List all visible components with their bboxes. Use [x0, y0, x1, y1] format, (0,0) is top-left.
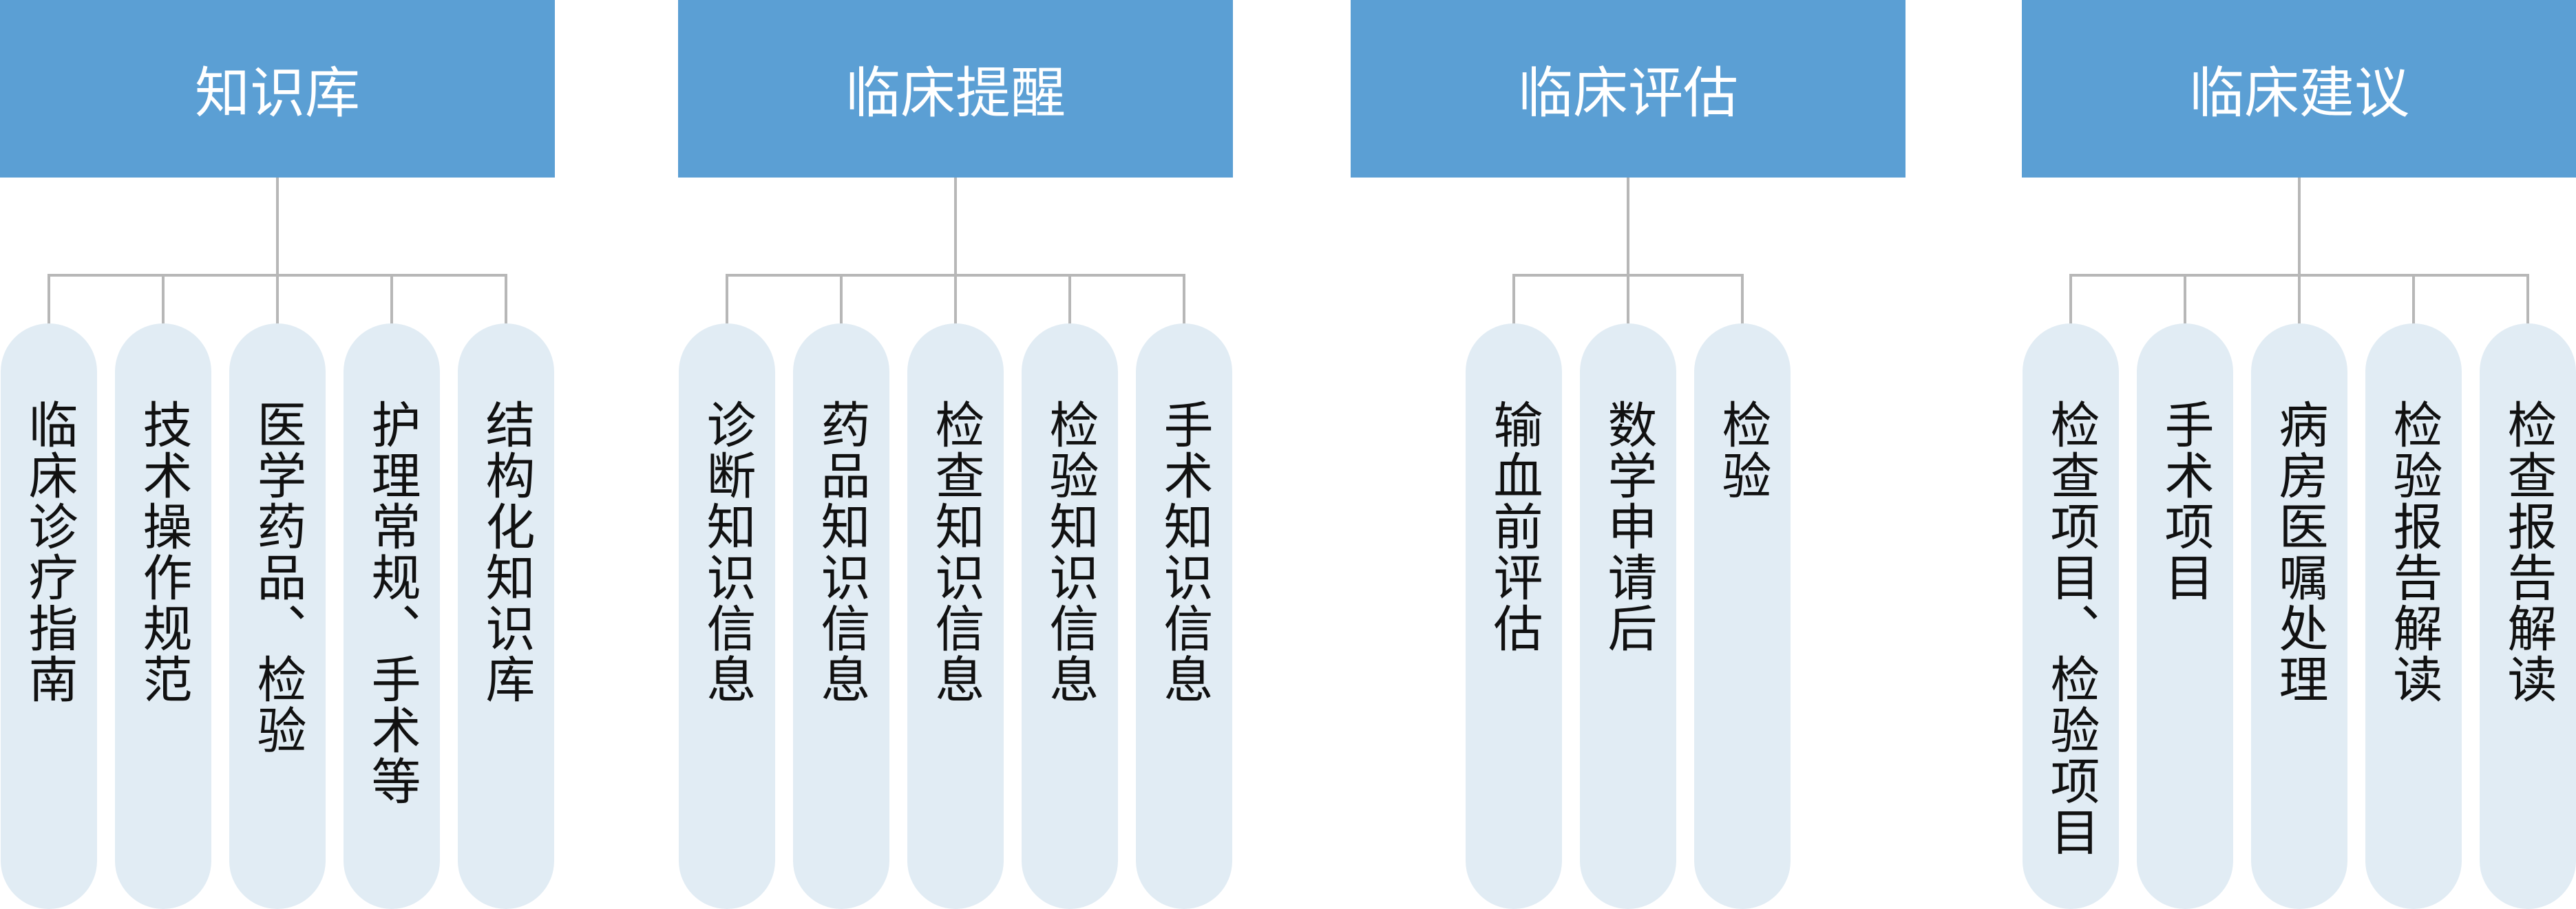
category-header: 临床提醒	[678, 0, 1233, 178]
leaf-node: 护理常规、手术等	[344, 323, 440, 909]
leaf-node: 药品知识信息	[793, 323, 889, 909]
leaf-label: 检验报告解读	[2385, 399, 2442, 705]
leaf-node: 手术项目	[2137, 323, 2233, 909]
leaf-node: 技术操作规范	[115, 323, 211, 909]
connector-drop	[954, 275, 957, 330]
category-title: 临床提醒	[845, 61, 1066, 125]
connector-drop	[2069, 275, 2072, 330]
leaf-node: 检查项目、检验项目	[2023, 323, 2119, 909]
leaf-node: 病房医嘱处理	[2251, 323, 2347, 909]
connector-drop	[2184, 275, 2186, 330]
connector-stem	[276, 178, 279, 275]
leaf-node: 医学药品、检验	[229, 323, 326, 909]
connector-stem	[2298, 178, 2301, 275]
leaf-label: 检查项目、检验项目	[2042, 399, 2100, 857]
leaf-node: 数学申请后	[1580, 323, 1676, 909]
connector-drop	[390, 275, 393, 330]
leaf-node: 手术知识信息	[1136, 323, 1232, 909]
leaf-node: 临床诊疗指南	[1, 323, 97, 909]
leaf-label: 检验	[1713, 399, 1771, 501]
category-header: 临床建议	[2022, 0, 2576, 178]
leaf-label: 数学申请后	[1599, 399, 1657, 654]
leaf-node: 检验	[1694, 323, 1791, 909]
connector-drop	[47, 275, 50, 330]
leaf-label: 病房医嘱处理	[2270, 399, 2328, 705]
leaf-label: 输血前评估	[1485, 399, 1543, 654]
connector-drop	[1512, 275, 1515, 330]
leaf-label: 手术知识信息	[1155, 399, 1213, 705]
leaf-label: 检查知识信息	[927, 399, 984, 705]
category-header: 知识库	[0, 0, 555, 178]
leaf-node: 检验报告解读	[2365, 323, 2462, 909]
category-title: 知识库	[195, 61, 360, 125]
category-title: 临床建议	[2189, 61, 2409, 125]
connector-drop	[840, 275, 843, 330]
leaf-node: 检查知识信息	[907, 323, 1004, 909]
leaf-label: 护理常规、手术等	[363, 399, 421, 806]
category-header: 临床评估	[1351, 0, 1905, 178]
leaf-label: 诊断知识信息	[698, 399, 756, 705]
leaf-label: 临床诊疗指南	[20, 399, 78, 705]
leaf-node: 检验知识信息	[1022, 323, 1118, 909]
leaf-node: 结构化知识库	[458, 323, 554, 909]
connector-drop	[1068, 275, 1071, 330]
leaf-label: 手术项目	[2156, 399, 2214, 603]
connector-stem	[1627, 178, 1629, 275]
leaf-label: 结构化知识库	[477, 399, 535, 705]
leaf-label: 检验知识信息	[1041, 399, 1099, 705]
connector-drop	[276, 275, 279, 330]
leaf-label: 技术操作规范	[134, 399, 192, 705]
category-title: 临床评估	[1518, 61, 1738, 125]
connector-drop	[1183, 275, 1185, 330]
connector-drop	[505, 275, 507, 330]
connector-drop	[2298, 275, 2301, 330]
connector-drop	[1627, 275, 1629, 330]
connector-drop	[162, 275, 165, 330]
connector-stem	[954, 178, 957, 275]
leaf-label: 检查报告解读	[2499, 399, 2557, 705]
connector-drop	[1741, 275, 1744, 330]
connector-drop	[2412, 275, 2415, 330]
connector-drop	[726, 275, 728, 330]
leaf-label: 药品知识信息	[812, 399, 870, 705]
leaf-node: 检查报告解读	[2480, 323, 2576, 909]
leaf-label: 医学药品、检验	[249, 399, 306, 756]
connector-drop	[2526, 275, 2529, 330]
leaf-node: 输血前评估	[1466, 323, 1562, 909]
leaf-node: 诊断知识信息	[679, 323, 775, 909]
